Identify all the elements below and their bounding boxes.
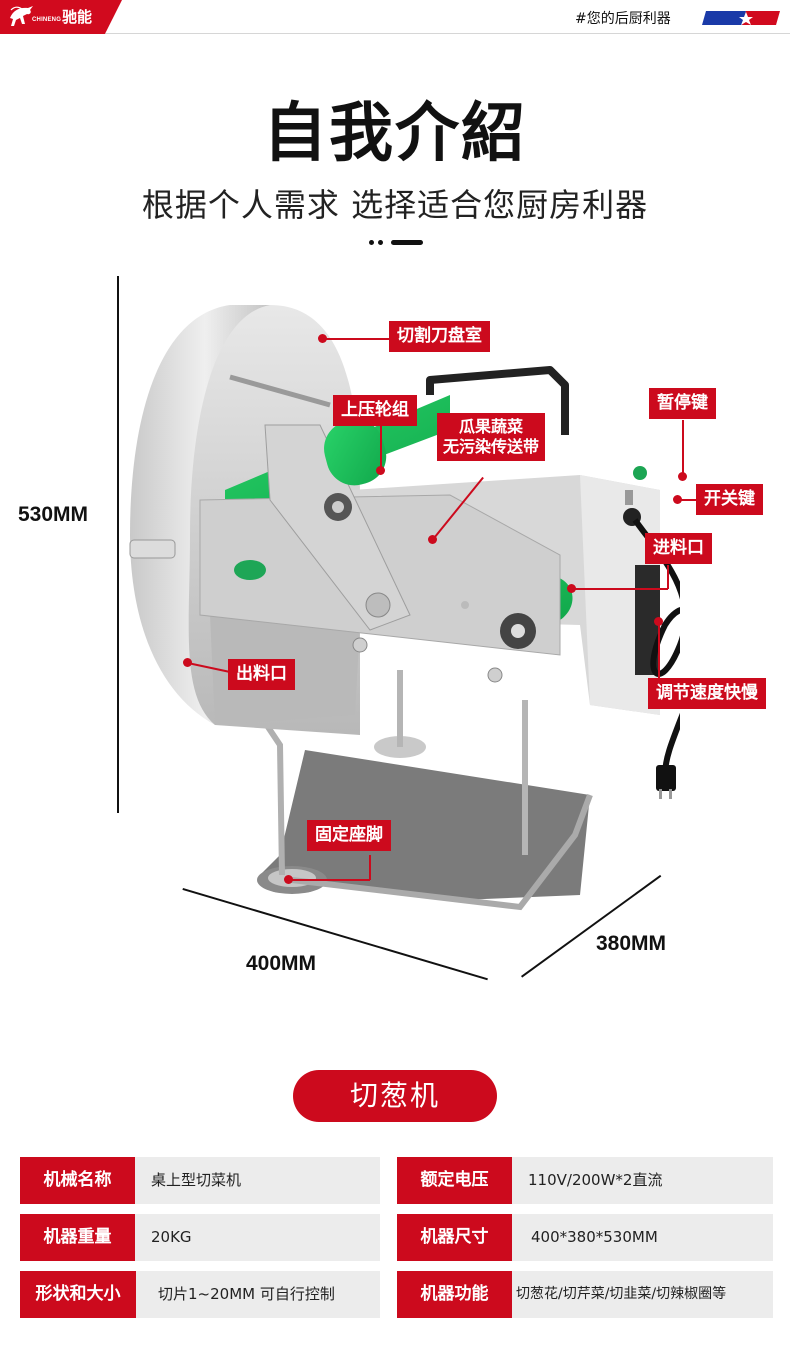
product-name-badge: 切葱机	[293, 1070, 497, 1122]
callout-outlet: 出料口	[228, 659, 295, 691]
spec-key: 额定电压	[397, 1157, 512, 1204]
depth-dimension-label: 380MM	[596, 932, 667, 955]
horse-icon	[10, 6, 33, 26]
speed-control-leader	[658, 622, 660, 678]
vegetable-cutter-machine-image	[129, 305, 680, 911]
fixed-foot-marker	[284, 875, 293, 884]
spec-row: 机器功能 切葱花/切芹菜/切韭菜/切辣椒圈等	[397, 1271, 773, 1318]
conveyor-label-line2: 无污染传送带	[443, 437, 540, 456]
callout-conveyor: 瓜果蔬菜 无污染传送带	[437, 413, 546, 461]
spec-row: 额定电压 110V/200W*2直流	[397, 1157, 773, 1204]
power-switch-leader	[677, 499, 697, 501]
conveyor-label-line1: 瓜果蔬菜	[459, 417, 524, 436]
divider-dot	[369, 240, 374, 245]
blade-chamber-leader	[323, 338, 389, 340]
spec-key: 机械名称	[20, 1157, 135, 1204]
spec-value: 桌上型切菜机	[135, 1157, 380, 1204]
callout-power-switch: 开关键	[696, 484, 763, 516]
brand-name-cn: 驰能	[62, 8, 93, 26]
flag-stripe-icon	[702, 11, 780, 25]
pause-key-marker	[678, 472, 687, 481]
page-subtitle: 根据个人需求 选择适合您厨房利器	[141, 186, 649, 224]
callout-blade-chamber: 切割刀盘室	[389, 321, 490, 353]
spec-row: 机器重量 20KG	[20, 1214, 380, 1261]
divider-dot	[378, 240, 383, 245]
brand-logo[interactable]: CHINENG 驰能	[0, 0, 122, 34]
callout-press-roller: 上压轮组	[333, 395, 417, 427]
feed-inlet-leader-v	[667, 565, 669, 589]
height-dimension-line	[117, 276, 119, 813]
press-roller-leader	[380, 425, 382, 467]
spec-value: 切葱花/切芹菜/切韭菜/切辣椒圈等	[512, 1271, 773, 1318]
speed-control-marker	[654, 617, 663, 626]
spec-row: 机械名称 桌上型切菜机	[20, 1157, 380, 1204]
tagline: #您的后厨利器	[575, 11, 671, 27]
fixed-foot-leader-h	[288, 879, 370, 881]
page-title: 自我介紹	[263, 97, 527, 171]
blade-chamber-marker	[318, 334, 327, 343]
spec-value: 20KG	[135, 1214, 380, 1261]
feed-inlet-leader-h	[572, 588, 668, 590]
spec-key: 机器重量	[20, 1214, 135, 1261]
feed-inlet-marker	[567, 584, 576, 593]
pause-key-leader	[682, 420, 684, 474]
callout-fixed-foot: 固定座脚	[307, 820, 391, 852]
outlet-marker	[183, 658, 192, 667]
spec-row: 形状和大小 切片1~20MM 可自行控制	[20, 1271, 380, 1318]
spec-key: 形状和大小	[20, 1271, 136, 1318]
brand-name-en: CHINENG	[32, 17, 62, 23]
top-bar: CHINENG 驰能 #您的后厨利器	[0, 0, 790, 34]
press-roller-marker	[376, 466, 385, 475]
width-dimension-label: 400MM	[246, 952, 317, 975]
spec-value: 400*380*530MM	[512, 1214, 773, 1261]
spec-value: 切片1~20MM 可自行控制	[136, 1271, 380, 1318]
callout-feed-inlet: 进料口	[645, 533, 712, 565]
spec-value: 110V/200W*2直流	[512, 1157, 773, 1204]
spec-row: 机器尺寸 400*380*530MM	[397, 1214, 773, 1261]
spec-key: 机器尺寸	[397, 1214, 512, 1261]
divider-bar	[391, 240, 423, 245]
spec-key: 机器功能	[397, 1271, 512, 1318]
callout-speed-control: 调节速度快慢	[648, 678, 766, 710]
conveyor-marker	[428, 535, 437, 544]
fixed-foot-leader-v	[369, 855, 371, 880]
power-switch-marker	[673, 495, 682, 504]
height-dimension-label: 530MM	[18, 503, 89, 526]
callout-pause-key: 暂停键	[649, 388, 716, 420]
title-divider	[369, 240, 423, 246]
